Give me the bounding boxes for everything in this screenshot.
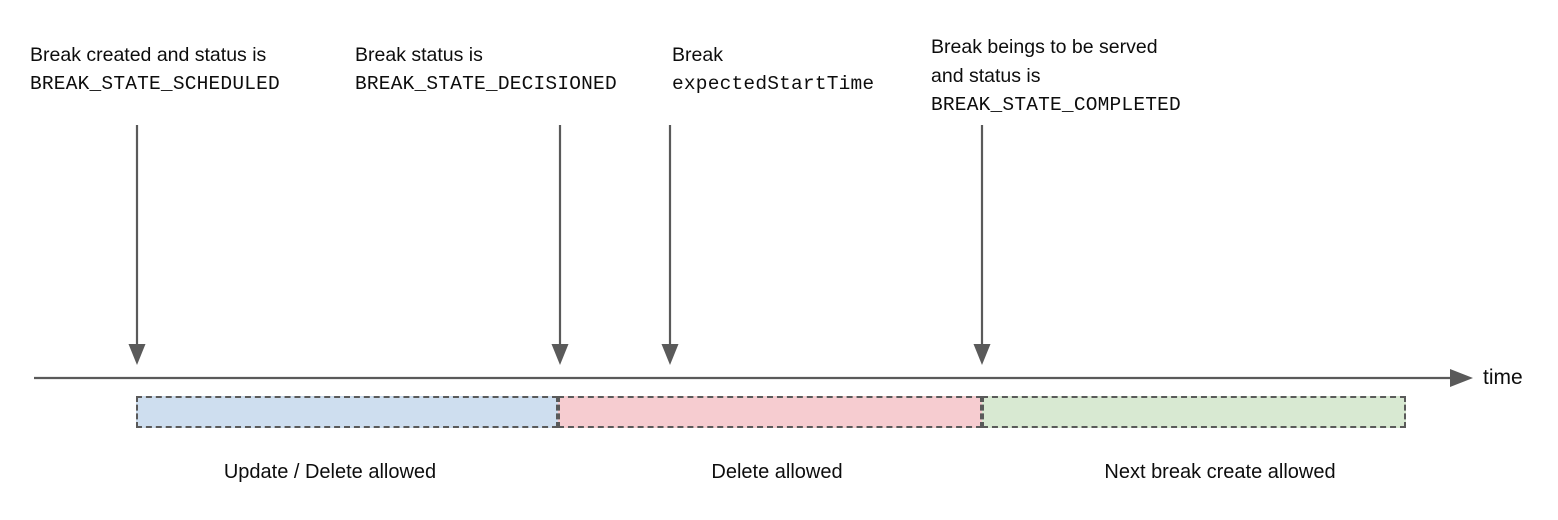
marker-arrow-scheduled: [128, 125, 146, 365]
marker-label-line: Break created and status is: [30, 44, 267, 66]
marker-arrow-expected-start-time: [661, 125, 679, 365]
phase-caption-update-delete: Update / Delete allowed: [223, 461, 437, 483]
marker-arrow-completed: [973, 125, 991, 365]
marker-label-line: expectedStartTime: [672, 73, 875, 95]
marker-label-line: Break beings to be served: [931, 36, 1158, 58]
marker-label-completed: Break beings to be served and status is …: [931, 33, 1181, 120]
marker-label-scheduled: Break created and status is BREAK_STATE_…: [30, 41, 280, 99]
time-axis-label: time: [1483, 366, 1523, 389]
phase-divider-decisioned: [558, 396, 560, 428]
phase-segment-update-delete: [136, 396, 558, 428]
marker-label-line: BREAK_STATE_COMPLETED: [931, 94, 1181, 116]
marker-label-line: and status is: [931, 65, 1041, 87]
phase-divider-completed: [982, 396, 984, 428]
phase-caption-next-break: Next break create allowed: [1104, 461, 1336, 483]
marker-label-line: Break: [672, 44, 723, 66]
phase-segment-delete-only: [558, 396, 982, 428]
marker-label-line: Break status is: [355, 44, 483, 66]
marker-label-expected-start-time: Break expectedStartTime: [672, 41, 874, 99]
phase-segment-next-break: [982, 396, 1406, 428]
marker-label-line: BREAK_STATE_SCHEDULED: [30, 73, 280, 95]
marker-label-line: BREAK_STATE_DECISIONED: [355, 73, 617, 95]
marker-label-decisioned: Break status is BREAK_STATE_DECISIONED: [355, 41, 617, 99]
marker-arrow-decisioned: [551, 125, 569, 365]
phase-caption-delete-only: Delete allowed: [711, 461, 843, 483]
